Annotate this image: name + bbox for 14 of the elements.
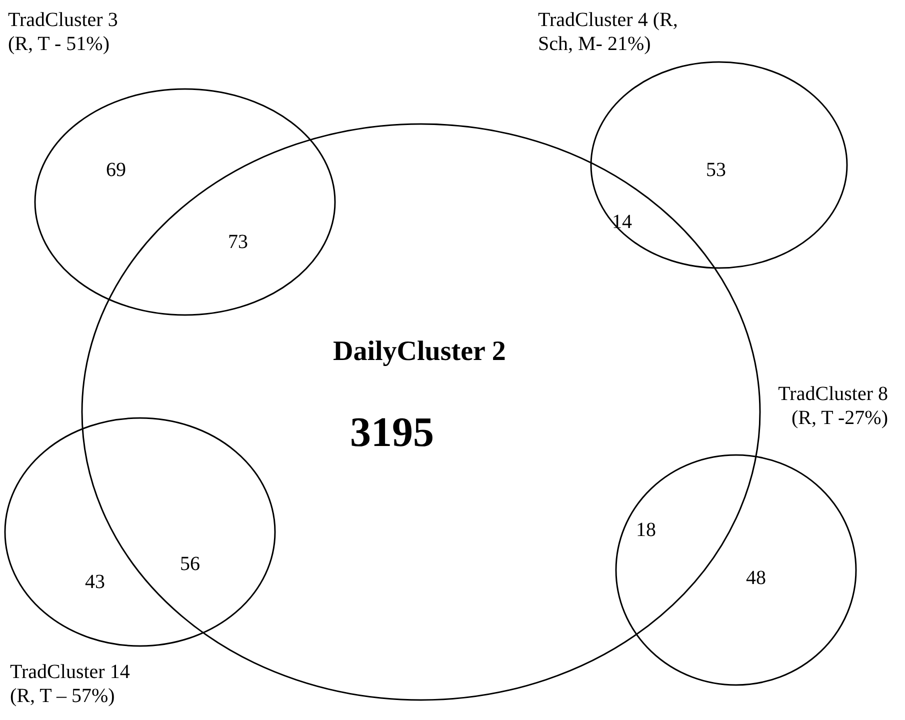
set-label: TradCluster 14 (R, T – 57%) — [10, 660, 131, 708]
count-label: 48 — [746, 566, 766, 590]
count-label: 14 — [612, 210, 632, 234]
set-label: TradCluster 4 (R, Sch, M- 21%) — [538, 8, 679, 56]
count-label: 43 — [85, 570, 105, 594]
count-label: 73 — [228, 230, 248, 254]
count-label: 53 — [706, 158, 726, 182]
count-label: 3195 — [350, 409, 434, 458]
count-label: 18 — [636, 518, 656, 542]
count-label: 56 — [180, 552, 200, 576]
set-label: DailyCluster 2 — [333, 335, 506, 369]
set-label: TradCluster 3 (R, T - 51%) — [8, 8, 119, 56]
set-label: TradCluster 8 (R, T -27%) — [777, 382, 888, 430]
count-label: 69 — [106, 158, 126, 182]
